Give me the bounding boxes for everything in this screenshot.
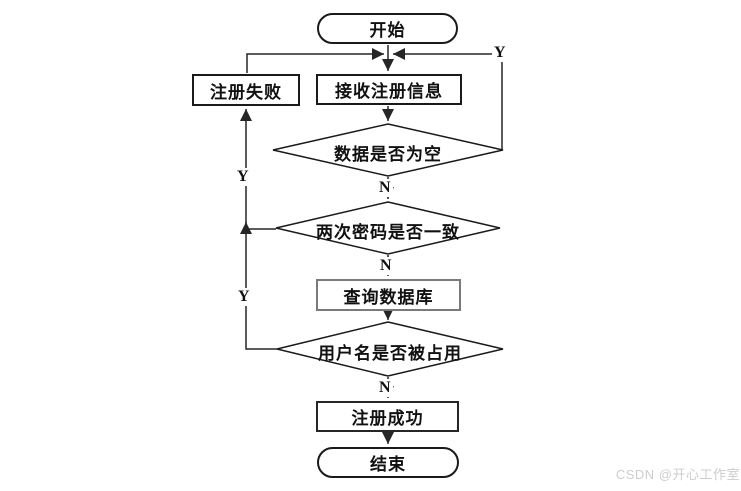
branch-label-password-no: N	[378, 257, 394, 275]
decision-data-empty-shape	[272, 123, 504, 177]
decision-data-empty-label: 数据是否为空	[334, 145, 442, 164]
branch-label-username-yes: Y	[236, 288, 252, 306]
branch-label-username-no: N	[377, 379, 393, 397]
decision-passwords-match-label: 两次密码是否一致	[316, 223, 460, 242]
registration-failed-node: 注册失败	[192, 74, 300, 106]
branch-label-password-yes: Y	[235, 168, 251, 186]
receive-registration-info-node: 接收注册信息	[316, 74, 462, 105]
edge-check-username-yes-up	[240, 222, 277, 350]
decision-username-taken-shape	[276, 321, 504, 377]
decision-username-taken-label: 用户名是否被占用	[318, 344, 462, 363]
registration-success-node: 注册成功	[316, 401, 459, 432]
csdn-watermark: CSDN @开心工作室	[615, 467, 740, 482]
edge-fail-to-receive	[246, 48, 384, 73]
branch-label-empty-no: N	[377, 179, 393, 197]
end-node: 结束	[317, 447, 459, 478]
branch-label-empty-yes: Y	[492, 44, 508, 62]
query-database-node: 查询数据库	[316, 279, 461, 311]
decision-passwords-match-shape	[275, 201, 501, 255]
start-node: 开始	[317, 13, 458, 44]
